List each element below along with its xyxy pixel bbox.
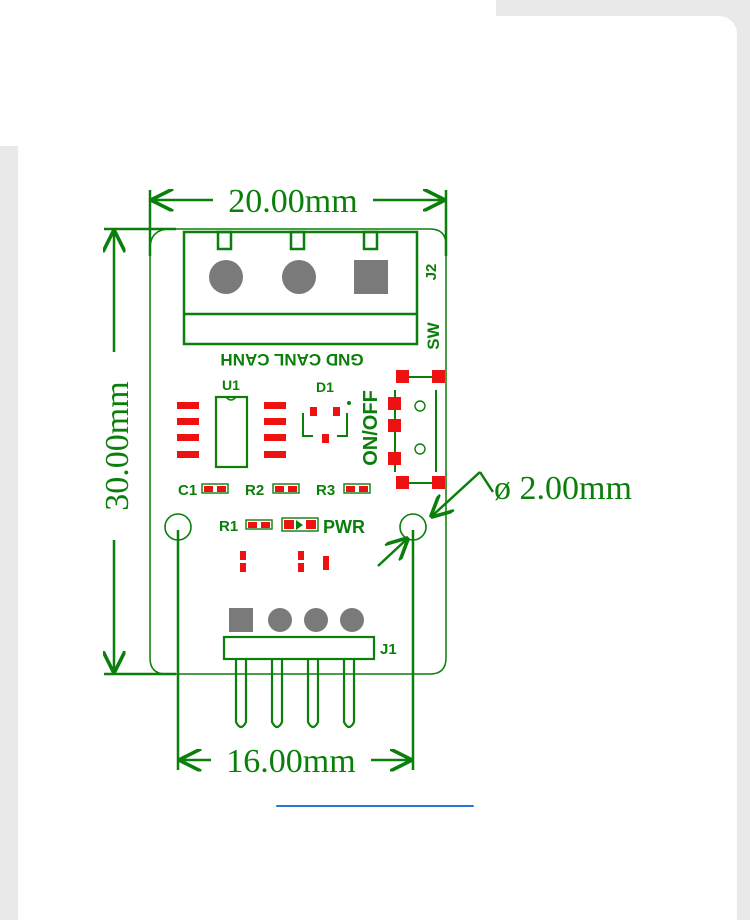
c1-designator: C1 (178, 482, 197, 499)
mounting-hole-right (399, 513, 427, 541)
content-card-top (18, 16, 496, 146)
link-underline[interactable] (276, 805, 474, 807)
connector-j2: J2 GND CANL CANH (182, 230, 440, 369)
j1-pin-4 (340, 608, 364, 632)
connector-j1: J1 (222, 608, 397, 729)
j2-designator: J2 (423, 264, 440, 281)
ic-u1: U1 (177, 377, 286, 469)
small-pads (240, 551, 329, 572)
dimension-hole-diameter-text: ø 2.00mm (494, 470, 632, 507)
j2-pin-1 (209, 260, 243, 294)
dimension-height-left: 30.00mm (99, 227, 176, 676)
dimension-height-left-text: 30.00mm (99, 381, 136, 510)
dimension-hole-diameter: ø 2.00mm (377, 470, 632, 567)
pwr-label: PWR (323, 517, 365, 537)
dimension-width-bottom: 16.00mm (176, 530, 415, 780)
j2-pin-2 (282, 260, 316, 294)
r2-designator: R2 (245, 482, 264, 499)
j1-pin-3 (304, 608, 328, 632)
diode-d1: D1 (302, 379, 351, 443)
j1-pin-2 (268, 608, 292, 632)
dimension-width-top: 20.00mm (148, 183, 448, 256)
r1-designator: R1 (219, 518, 238, 535)
d1-designator: D1 (316, 379, 334, 395)
j2-pin-3 (354, 260, 388, 294)
mounting-hole-left (164, 513, 192, 541)
j1-designator: J1 (380, 641, 397, 658)
dimension-width-top-text: 20.00mm (228, 183, 357, 220)
left-margin-strip (0, 146, 18, 920)
dimension-width-bottom-text: 16.00mm (226, 743, 355, 780)
switch-label: ON/OFF (360, 390, 382, 466)
r3-designator: R3 (316, 482, 335, 499)
j2-pin-labels: GND CANL CANH (220, 350, 363, 369)
switch-sw: ON/OFF (360, 370, 445, 489)
u1-designator: U1 (222, 377, 240, 393)
sw-designator: SW (424, 321, 443, 349)
passive-row: C1 R2 R3 (178, 482, 371, 499)
power-led-row: R1 PWR (219, 517, 365, 537)
content-card (18, 16, 737, 920)
j1-pin-1 (229, 608, 253, 632)
